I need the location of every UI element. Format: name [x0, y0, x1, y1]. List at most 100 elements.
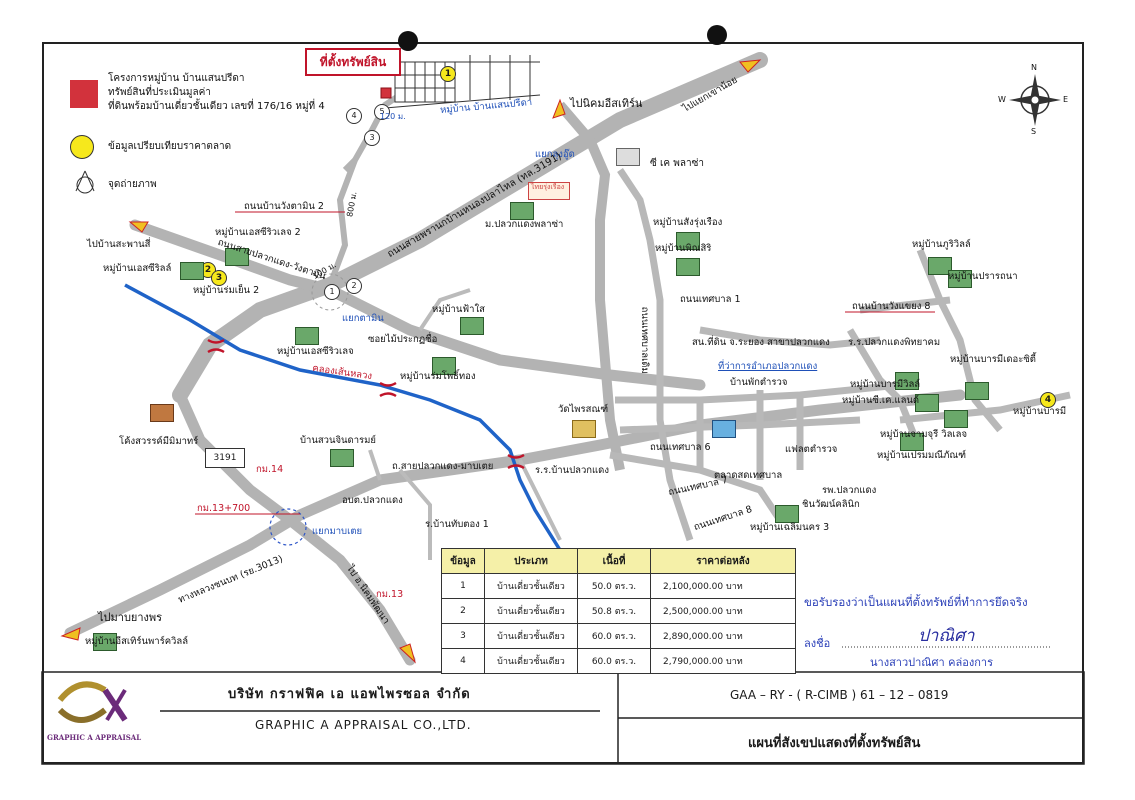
house-icon: [330, 449, 354, 467]
minor-roads: [368, 288, 562, 560]
comparables-table: ข้อมูล ประเภท เนื้อที่ ราคาต่อหลัง 1 บ้า…: [441, 548, 796, 674]
label-to-sapan: ไปบ้านสะพานสี่: [87, 239, 151, 250]
label-rd-wangtamin: ถนนบ้านวังตามิน 2: [244, 201, 324, 212]
compass-w-label: W: [998, 95, 1006, 104]
bridge-markers: [207, 338, 525, 470]
compass-e-label: E: [1063, 95, 1069, 104]
wat-icon: [572, 420, 596, 438]
cell-price: 2,790,000.00 บาท: [650, 648, 796, 674]
legend-photo-point: จุดถ่ายภาพ: [108, 179, 157, 190]
cell-area: 60.0 ตร.ว.: [577, 648, 651, 674]
label-v-essiri-s: หมู่บ้านเอสซีริลล์: [103, 263, 172, 274]
house-icon: [510, 202, 534, 220]
label-yaek-tamin: แยกตามิน: [342, 313, 384, 324]
comparable-marker-3: 3: [211, 270, 227, 286]
office-icon: [712, 420, 736, 438]
map-frame: [42, 42, 1084, 764]
label-clinic: ชินวัฒน์คลินิก: [802, 499, 860, 510]
legend-project-line2: ทรัพย์สินที่ประเมินมูลค่า: [108, 87, 211, 98]
house-icon: [676, 258, 700, 276]
label-v-prathana: หมู่บ้านปรารถนา: [948, 271, 1018, 282]
cell-type: บ้านเดี่ยวชั้นเดียว: [484, 598, 578, 624]
label-km13: กม.13: [376, 589, 404, 600]
cell-area: 50.0 ตร.ว.: [577, 573, 651, 599]
table-row: 2 บ้านเดี่ยวชั้นเดียว 50.8 ตร.ว. 2,500,0…: [441, 598, 796, 624]
label-soi-mai: ซอยไม้ประกฏชื่อ: [368, 334, 438, 345]
table-row: 3 บ้านเดี่ยวชั้นเดียว 60.0 ตร.ว. 2,890,0…: [441, 623, 796, 649]
yaek-mabtei-circle: [269, 508, 307, 546]
label-rd-sai-pluak: ถ.สายปลวกแดง-มาบเตย: [392, 461, 494, 472]
label-hospital: รพ.ปลวกแดง: [822, 485, 877, 496]
label-v-banrom: หมู่บ้านบารมี: [1013, 406, 1067, 417]
legend-comparison: ข้อมูลเปรียบเทียบราคาตลาด: [108, 141, 232, 152]
label-v-banrom-city-1: หมู่บ้านบารมีเดอะซิตี้: [950, 354, 1036, 365]
cell-no: 1: [441, 573, 485, 599]
label-dist-120: 120 ม.: [380, 112, 406, 121]
photo-point-1: 1: [324, 284, 340, 300]
legend-subject-square: [70, 80, 98, 108]
logo-caption: GRAPHIC A APPRAISAL: [47, 733, 142, 742]
signature: ปาณิศา: [918, 626, 975, 646]
label-v-romyen2: หมู่บ้านร่มเย็น 2: [193, 285, 260, 296]
binder-hole-right: [707, 25, 727, 45]
town-roads: [609, 168, 1071, 542]
label-wat: วัดไพรสณฑ์: [558, 404, 609, 415]
label-r-banthongthong: ร.บ้านทับตอง 1: [425, 519, 489, 530]
subject-marker: [380, 87, 392, 99]
house-icon: [180, 262, 204, 280]
sponsor-label: ไทยรุ่งเรือง: [531, 183, 565, 191]
house-icon: [965, 382, 989, 400]
table-header-price: ราคาต่อหลัง: [650, 548, 796, 574]
cell-price: 2,890,000.00 บาท: [650, 623, 796, 649]
ck-plaza-icon: [616, 148, 640, 166]
road-to-nikhom: [174, 389, 416, 666]
house-icon: [93, 633, 117, 651]
label-mor-pluak: ม.ปลวกแดงพลาซ่า: [485, 219, 564, 230]
label-police: สน.ที่ดิน จ.ระยอง สาขาปลวกแดง: [692, 337, 830, 348]
comparable-marker-1: 1: [440, 66, 456, 82]
label-v-banromv: หมู่บ้านบารมีวิลล์: [850, 379, 921, 390]
label-ck-plaza: ซี เค พลาซ่า: [650, 158, 704, 169]
label-abt-pluak: อบต.ปลวกแดง: [342, 495, 403, 506]
label-v-pinsiri: หมู่บ้านพิณสิริ: [655, 243, 712, 254]
certification-statement: ขอรับรองว่าเป็นแผนที่ตั้งทรัพย์ที่ทำการย…: [804, 595, 1028, 609]
label-to-nikhom: ไปนิคมอีสเทิร์น: [570, 97, 643, 110]
label-v-essiri2: หมู่บ้านเอสซีริวเลจ 2: [215, 227, 301, 238]
photo-point-legend-icon: [75, 170, 95, 194]
label-km13-700: กม.13+700: [197, 503, 251, 514]
label-v-essiri: หมู่บ้านเอสซีริวเลจ: [277, 346, 354, 357]
photo-point-5: 5: [374, 104, 390, 120]
label-rd-tessaban1: ถนนเทศบาล 1: [680, 294, 741, 305]
shield-3191: 3191: [205, 448, 245, 468]
binder-hole-left: [398, 31, 418, 51]
company-name-thai: บริษัท กราฟฟิค เอ แอพไพรซอล จำกัด: [228, 687, 471, 702]
house-icon: [900, 433, 924, 451]
label-market: ตลาดสดเทศบาล: [714, 470, 783, 481]
label-police-flat: แฟลตตำรวจ: [785, 444, 838, 455]
photo-point-4: 4: [346, 108, 362, 124]
subject-label-box: ที่ตั้งทรัพย์สิน: [305, 48, 401, 76]
table-row: 4 บ้านเดี่ยวชั้นเดียว 60.0 ตร.ว. 2,790,0…: [441, 648, 796, 674]
label-district-office: ที่ว่าการอำเภอปลวกแดง: [718, 361, 818, 372]
label-rd-tessaban-long: ถนนเทศบาลเดิม: [638, 306, 650, 374]
cell-no: 3: [441, 623, 485, 649]
label-police-house: บ้านพักตำรวจ: [730, 377, 788, 388]
legend-project-line3: ที่ดินพร้อมบ้านเดี่ยวชั้นเดียว เลขที่ 17…: [108, 101, 325, 112]
label-v-sangroong: หมู่บ้านสังรุ่งเรือง: [653, 217, 723, 228]
cell-price: 2,100,000.00 บาท: [650, 573, 796, 599]
label-v-chaloem: หมู่บ้านเฉลิมนคร 3: [750, 522, 830, 533]
photo-point-3: 3: [364, 130, 380, 146]
label-rd-wangbon8: ถนนบ้านวังแขยง 8: [852, 301, 931, 312]
cell-no: 2: [441, 598, 485, 624]
house-icon: [915, 394, 939, 412]
label-school-pluak: ร.ร.ปลวกแดงพิทยาคม: [848, 337, 941, 348]
house-icon: [150, 404, 174, 422]
label-yaek-klung: แยกลุงอู๊ด: [535, 149, 575, 160]
house-icon: [432, 357, 456, 375]
legend-comparable-circle: [70, 135, 94, 159]
house-icon: [895, 372, 919, 390]
sign-label: ลงชื่อ: [804, 637, 831, 650]
label-v-rompo: หมู่บ้านร่มโพธิ์ทอง: [400, 371, 476, 382]
label-yaek-mabtei: แยกมาบเตย: [312, 526, 363, 537]
comparable-marker-4: 4: [1040, 392, 1056, 408]
